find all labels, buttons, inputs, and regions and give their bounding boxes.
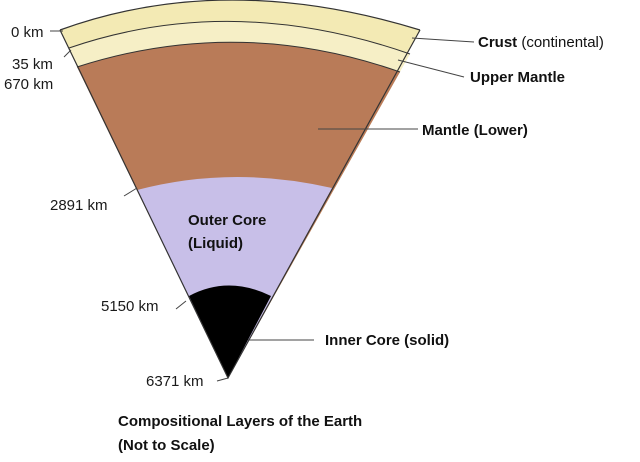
upper-mantle-name: Upper Mantle	[470, 69, 566, 86]
depth-label-2891km: 2891 km	[50, 197, 108, 214]
leader-2891km	[123, 187, 138, 197]
outer-core-label-line1: Outer Core	[188, 212, 267, 229]
outer-core-layer	[137, 176, 332, 378]
inner-core-layer	[189, 285, 271, 378]
mantle-name: Mantle	[422, 122, 470, 139]
depth-label-0km: 0 km	[11, 24, 44, 41]
diagram-subtitle: (Not to Scale)	[118, 437, 215, 454]
depth-label-6371km: 6371 km	[146, 373, 204, 390]
diagram-title: Compositional Layers of the Earth	[118, 413, 363, 430]
leader-crust	[411, 37, 475, 43]
leader-upper-mantle	[397, 59, 465, 78]
depth-label-670km: 670 km	[4, 76, 54, 93]
crust-mantle-boundary	[68, 20, 411, 55]
upper-mantle-label: Upper Mantle	[470, 70, 565, 85]
depth-label-35km: 35 km	[12, 56, 53, 73]
inner-core-name: Inner Core (solid)	[325, 332, 450, 349]
crust-qualifier: (continental)	[517, 34, 604, 51]
mantle-qualifier: (Lower)	[473, 122, 528, 139]
upper-lower-mantle-boundary	[76, 41, 401, 73]
mantle-label: Mantle (Lower)	[422, 123, 528, 138]
outer-core-label-line2: (Liquid)	[188, 235, 243, 252]
inner-core-label: Inner Core (solid)	[325, 333, 449, 348]
surface-boundary	[59, 0, 421, 31]
leader-35km	[63, 49, 72, 58]
leader-5150km	[175, 300, 187, 310]
crust-label: Crust (continental)	[478, 35, 604, 50]
leader-6371km	[216, 377, 229, 382]
crust-name: Crust	[478, 34, 518, 51]
depth-label-5150km: 5150 km	[101, 298, 159, 315]
